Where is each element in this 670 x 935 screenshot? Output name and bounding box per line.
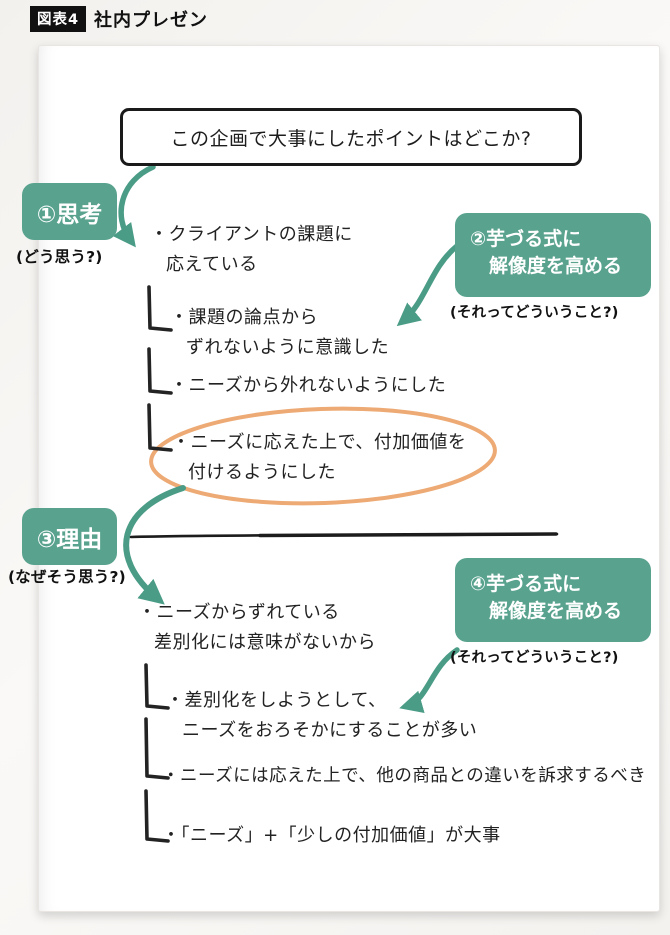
reason-sub3-line1: ・「ニーズ」+「少しの付加価値」が大事	[162, 825, 501, 846]
question-box: この企画で大事にしたポイントはどこか?	[120, 108, 582, 166]
step3-caption: (なぜそう思う?)	[8, 568, 126, 586]
thinking-sub1-line2: ずれないように意識した	[186, 337, 390, 358]
thinking-main-point: ・クライアントの課題に 応えている	[150, 220, 353, 280]
thinking-sub3-line1: ・ニーズに応えた上で、付加価値を	[172, 432, 467, 453]
step4-label-line1: ④芋づる式に	[470, 573, 582, 595]
reason-sub-point: ・「ニーズ」+「少しの付加価値」が大事	[162, 821, 501, 851]
thinking-main-line1: ・クライアントの課題に	[150, 224, 353, 245]
step4-caption: (それってどういうこと?)	[450, 650, 619, 666]
step4-badge: ④芋づる式に 解像度を高める	[455, 558, 651, 642]
step3-label: ③理由	[36, 526, 103, 553]
reason-main-point: ・ニーズからずれている 差別化には意味がないから	[138, 598, 376, 658]
reason-sub-point: ・差別化をしようとして、 ニーズをおろそかにすることが多い	[166, 686, 477, 746]
thinking-sub-point-highlighted: ・ニーズに応えた上で、付加価値を 付けるようにした	[172, 428, 466, 488]
reason-sub1-line2: ニーズをおろそかにすることが多い	[182, 720, 478, 741]
step2-label-line2: 解像度を高める	[489, 255, 623, 277]
figure-title: 社内プレゼン	[94, 10, 208, 31]
thinking-sub1-line1: ・課題の論点から	[170, 307, 318, 328]
step2-badge: ②芋づる式に 解像度を高める	[455, 213, 651, 297]
thinking-sub-point: ・課題の論点から ずれないように意識した	[170, 303, 389, 363]
step1-badge: ①思考	[22, 183, 117, 240]
reason-main-line1: ・ニーズからずれている	[138, 602, 340, 623]
thinking-main-line2: 応えている	[166, 254, 258, 275]
step1-caption: (どう思う?)	[16, 248, 103, 266]
question-text: この企画で大事にしたポイントはどこか?	[170, 127, 532, 150]
step4-label-line2: 解像度を高める	[489, 600, 623, 622]
step1-label: ①思考	[36, 201, 103, 228]
reason-sub2-line1: ・ニーズには応えた上で、他の商品との違いを訴求するべき	[162, 766, 647, 786]
reason-main-line2: 差別化には意味がないから	[154, 632, 376, 653]
figure-number-badge: 図表4	[30, 6, 87, 32]
thinking-sub2-line1: ・ニーズから外れないようにした	[170, 375, 447, 396]
step2-label-line1: ②芋づる式に	[470, 228, 582, 250]
thinking-sub-point: ・ニーズから外れないようにした	[170, 371, 446, 401]
reason-sub-point: ・ニーズには応えた上で、他の商品との違いを訴求するべき	[162, 761, 646, 791]
step2-caption: (それってどういうこと?)	[450, 305, 619, 321]
step3-badge: ③理由	[22, 508, 117, 565]
reason-sub1-line1: ・差別化をしようとして、	[166, 690, 387, 711]
thinking-sub3-line2: 付けるようにした	[188, 462, 336, 483]
